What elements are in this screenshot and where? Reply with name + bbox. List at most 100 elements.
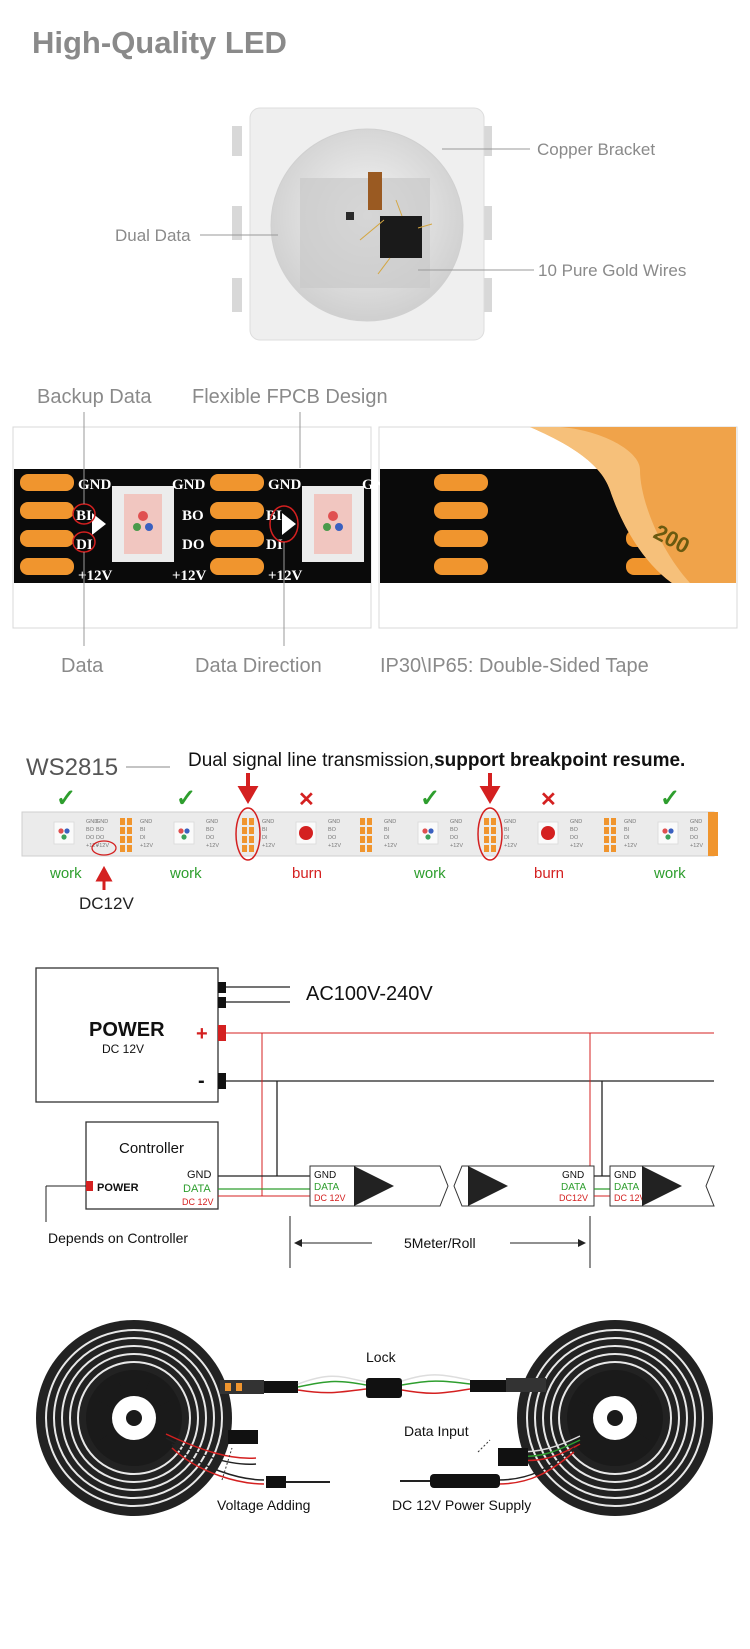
led-blue-dot: [184, 828, 190, 834]
ws-pad-label: GND: [140, 819, 152, 825]
led-blue-dot: [668, 828, 674, 834]
left-reel-image: [36, 1320, 232, 1516]
ws-pad: [127, 827, 132, 834]
status-label: work: [169, 865, 202, 882]
check-icon: ✓: [56, 785, 76, 812]
seg1-gnd: GND: [314, 1170, 336, 1181]
ws-pad-label: GND: [504, 819, 516, 825]
ws-pad-label: +12V: [96, 843, 109, 849]
ws-pad: [484, 845, 489, 852]
pad-12v-2: +12V: [172, 568, 207, 584]
status-label: work: [413, 865, 446, 882]
ws-pad-label: BO: [96, 827, 105, 833]
led-green-dot: [425, 834, 431, 840]
cables: [165, 1374, 581, 1488]
check-icon: ✓: [420, 785, 440, 812]
ws-pad-label: DO: [86, 835, 95, 841]
break-arrow-1: [237, 773, 259, 804]
cross-icon: ✕: [540, 789, 557, 811]
ws-pad-label: DO: [570, 835, 579, 841]
ws-pad: [127, 845, 132, 852]
ws-pad-label: DI: [262, 835, 268, 841]
ws-headline: Dual signal line transmission,support br…: [188, 750, 685, 771]
ws-pad: [604, 845, 609, 852]
gold-wires-label: 10 Pure Gold Wires: [538, 261, 686, 280]
ws-pad: [242, 845, 247, 852]
ws-pad: [360, 845, 365, 852]
ws-pad: [242, 836, 247, 843]
depends-label: Depends on Controller: [48, 1230, 188, 1246]
length-label: 5Meter/Roll: [404, 1235, 476, 1251]
ws-led-chip: [173, 821, 195, 845]
ws-pad-label: +12V: [450, 843, 463, 849]
pad-gnd-1: GND: [78, 477, 112, 493]
ws-led-chip: [53, 821, 75, 845]
ws-pad-label: GND: [262, 819, 274, 825]
plus-terminal: +: [196, 1023, 208, 1045]
ws-pad-label: GND: [206, 819, 218, 825]
ws-pad: [367, 845, 372, 852]
ws-pad-label: +12V: [690, 843, 703, 849]
controller-data: DATA: [183, 1183, 211, 1195]
status-label: burn: [292, 865, 322, 882]
ws-pad-label: DO: [328, 835, 337, 841]
burnt-led-icon: [541, 826, 555, 840]
ws-pad: [127, 818, 132, 825]
ws-pad: [242, 827, 247, 834]
break-highlight-1: [235, 807, 261, 861]
ws-pad: [491, 836, 496, 843]
seg1-data: DATA: [314, 1182, 340, 1193]
pad-12v-3: +12V: [268, 568, 303, 584]
ws-pad-label: BO: [690, 827, 699, 833]
tape-closeup: [380, 427, 736, 583]
ws-pad: [491, 818, 496, 825]
ws-pad: [604, 836, 609, 843]
minus-terminal: -: [198, 1070, 205, 1092]
led-green-dot: [61, 834, 67, 840]
ws-pad-label: +12V: [328, 843, 341, 849]
ws-pad-label: DO: [206, 835, 215, 841]
right-reel-image: [517, 1320, 713, 1516]
pad-bo: BO: [182, 508, 204, 524]
power-title: POWER: [89, 1019, 165, 1041]
ws-pad-label: GND: [96, 819, 108, 825]
check-icon: ✓: [176, 785, 196, 812]
ws-pad-label: DO: [690, 835, 699, 841]
ws-pad: [491, 827, 496, 834]
ws-pad: [611, 845, 616, 852]
burnt-led-icon: [299, 826, 313, 840]
power-supply-label: DC 12V Power Supply: [392, 1497, 531, 1513]
ws-pad: [120, 818, 125, 825]
led-green-dot: [181, 834, 187, 840]
ws-pad: [484, 818, 489, 825]
flexible-fpcb-label: Flexible FPCB Design: [192, 386, 388, 408]
ws-pad: [491, 845, 496, 852]
pad-di-2: DI: [266, 537, 283, 553]
pad-do: DO: [182, 537, 205, 553]
controller-gnd: GND: [187, 1169, 212, 1181]
controller-box: [85, 1121, 219, 1210]
ws-pad: [127, 836, 132, 843]
seg2-gnd: GND: [562, 1170, 584, 1181]
pad-gnd-3: GND: [268, 477, 302, 493]
strip-closeup: [14, 469, 371, 583]
dual-data-label: Dual Data: [115, 226, 191, 245]
ws-pad: [360, 818, 365, 825]
ws-pad-label: BI: [504, 827, 510, 833]
ws-pad-label: +12V: [262, 843, 275, 849]
ws-pad-label: BO: [450, 827, 459, 833]
led-blue-dot: [64, 828, 70, 834]
dc12v-label: DC12V: [79, 894, 134, 913]
break-highlight-2: [477, 807, 503, 861]
cross-icon: ✕: [298, 789, 315, 811]
ws-pad-label: +12V: [384, 843, 397, 849]
ws-pad-label: +12V: [504, 843, 517, 849]
page-title: High-Quality LED: [32, 25, 287, 60]
ws-pad-label: BO: [86, 827, 95, 833]
headline-bold: support breakpoint resume.: [434, 750, 685, 771]
ws-pad: [484, 836, 489, 843]
ws-pad: [604, 818, 609, 825]
ws-strip-items: ✓workGNDBODO+12V✓workGNDBIDI+12VGNDBODO+…: [49, 785, 703, 882]
ws-pad-label: GND: [86, 819, 98, 825]
pad-bi-1: BI: [76, 508, 92, 524]
